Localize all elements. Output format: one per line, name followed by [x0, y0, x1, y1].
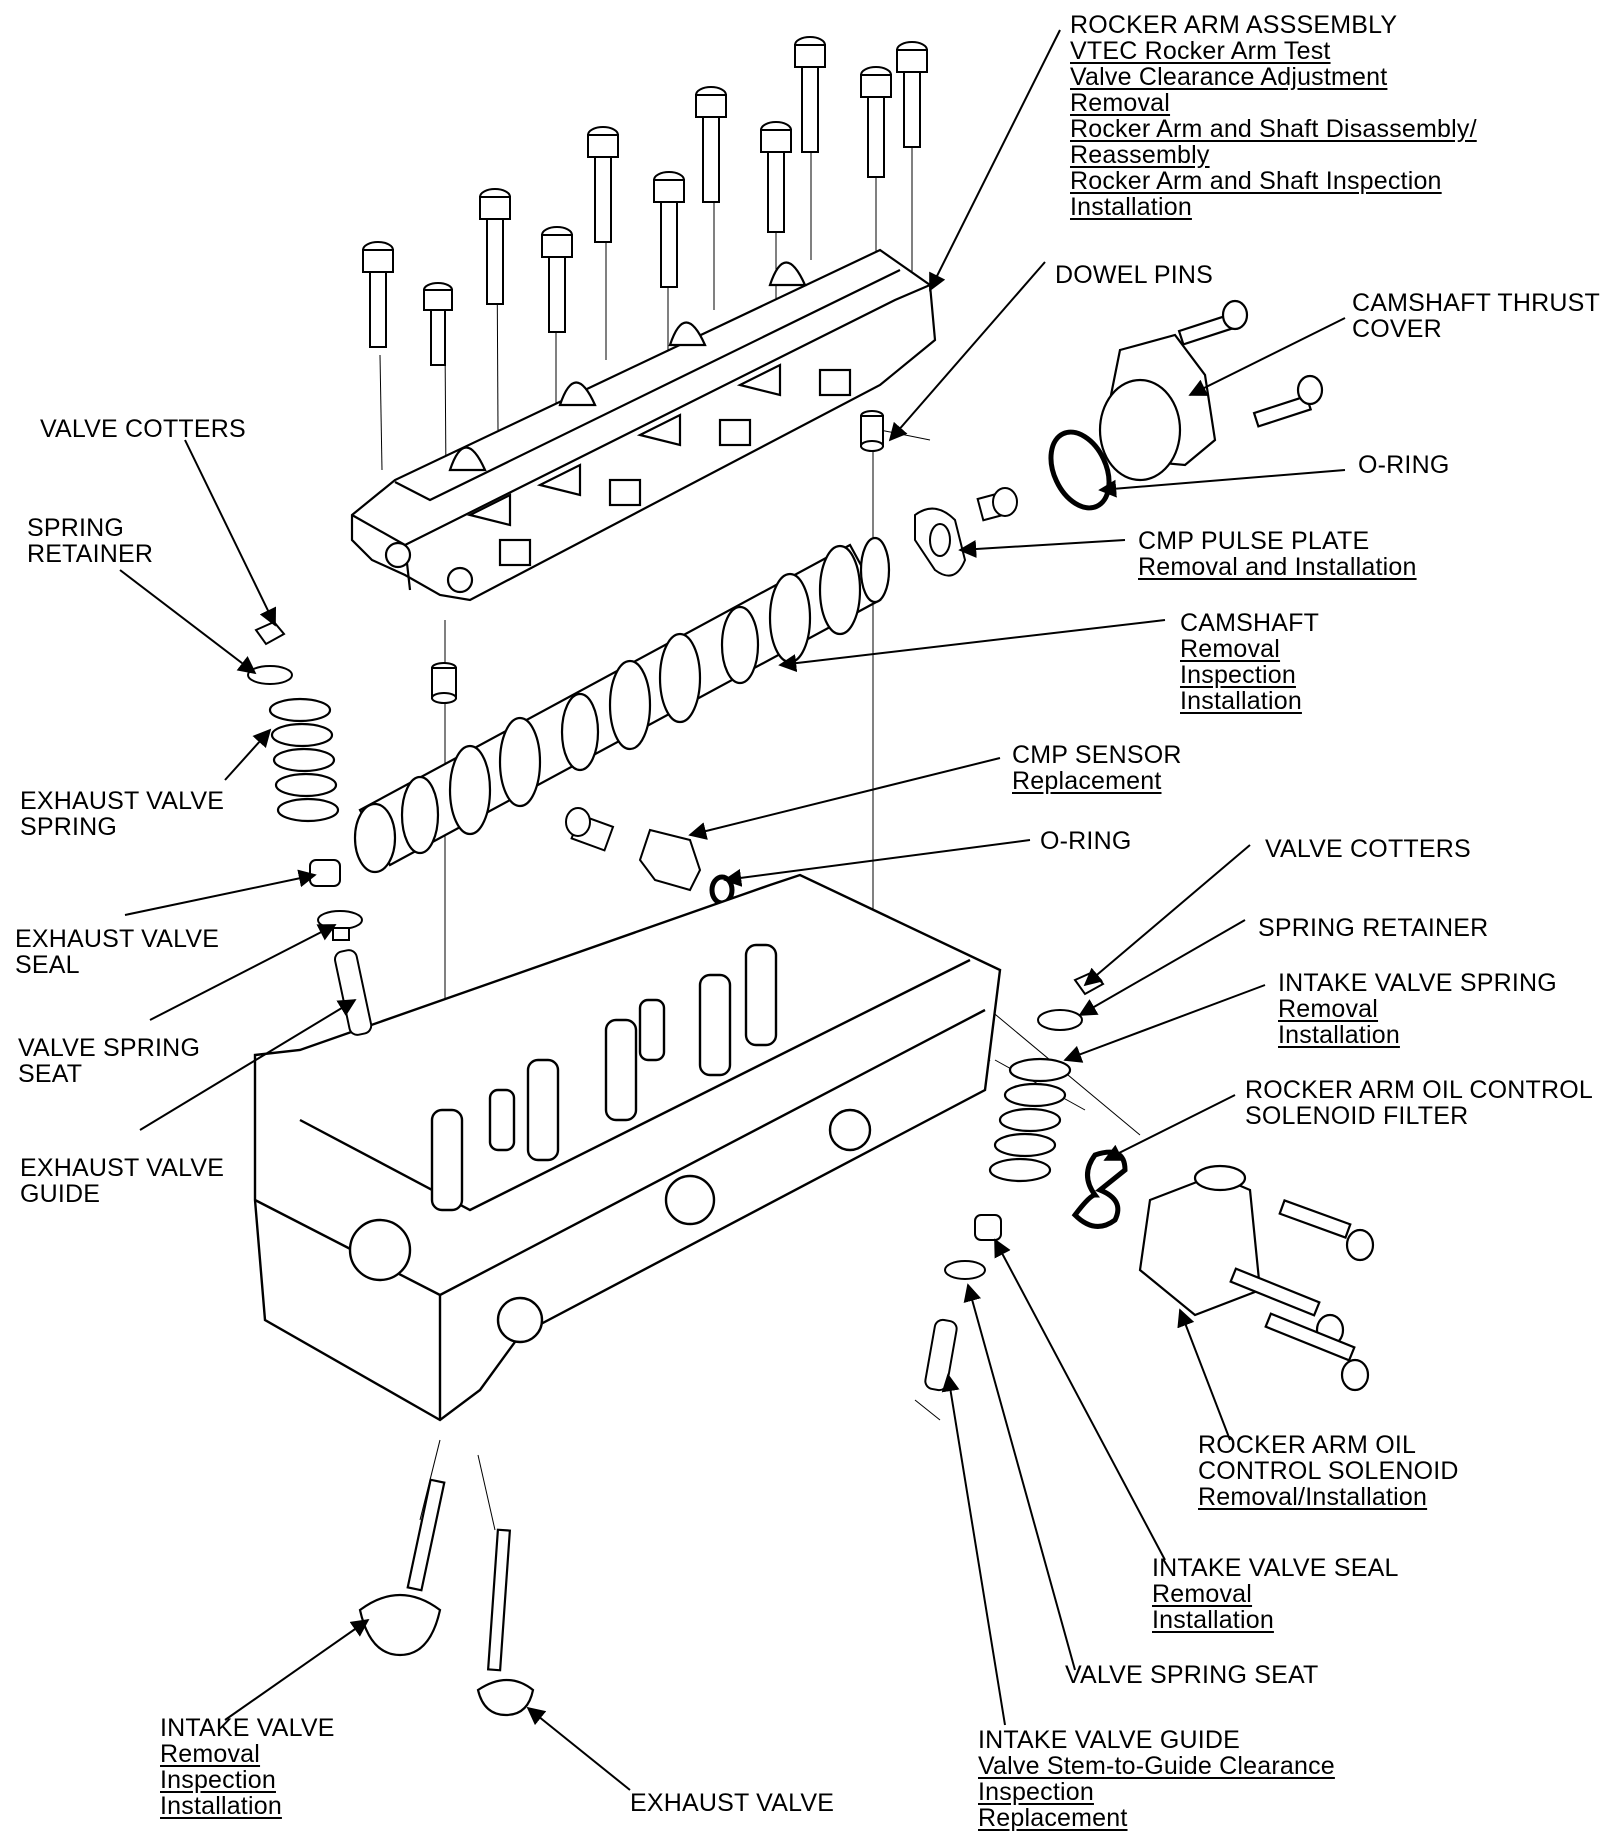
valve-springs-in-head: [430, 943, 778, 1212]
callout-exhaust-valve-seal: EXHAUST VALVE SEAL: [15, 926, 219, 978]
link-camshaft-installation[interactable]: Installation: [1180, 687, 1302, 715]
callout-title-line2: SEAT: [18, 1060, 83, 1088]
callout-spring-retainer-left: SPRING RETAINER: [27, 515, 153, 567]
callout-title-line1: ROCKER ARM OIL: [1198, 1431, 1417, 1459]
callout-o-ring-upper: O-RING: [1358, 452, 1449, 478]
rocker-arm-assembly: [350, 248, 937, 602]
callout-exhaust-valve: EXHAUST VALVE: [630, 1790, 834, 1816]
dowel-pins: [431, 410, 884, 704]
link-valve-clearance-adjustment[interactable]: Valve Clearance Adjustment: [1070, 63, 1388, 91]
callout-valve-cotters-left: VALVE COTTERS: [40, 416, 246, 442]
callout-title-line1: CAMSHAFT THRUST: [1352, 289, 1600, 317]
callout-exhaust-valve-spring: EXHAUST VALVE SPRING: [20, 788, 224, 840]
rocker-bolts: [362, 36, 928, 366]
link-vtec-rocker-arm-test[interactable]: VTEC Rocker Arm Test: [1070, 37, 1331, 65]
callout-intake-valve-seal: INTAKE VALVE SEAL Removal Installation: [1152, 1555, 1399, 1633]
link-intake-valve-seal-removal[interactable]: Removal: [1152, 1580, 1253, 1608]
callout-valve-spring-seat-right: VALVE SPRING SEAT: [1065, 1662, 1318, 1688]
callout-title: INTAKE VALVE SPRING: [1278, 969, 1557, 997]
callout-spring-retainer-right: SPRING RETAINER: [1258, 915, 1488, 941]
link-rocker-shaft-inspection[interactable]: Rocker Arm and Shaft Inspection: [1070, 167, 1442, 195]
callout-title-line1: VALVE SPRING: [18, 1034, 201, 1062]
callout-title: EXHAUST VALVE: [630, 1789, 835, 1817]
callout-title: VALVE COTTERS: [40, 415, 246, 443]
callout-title: INTAKE VALVE SEAL: [1152, 1554, 1399, 1582]
callout-camshaft-thrust-cover: CAMSHAFT THRUST COVER: [1352, 290, 1600, 342]
link-intake-valve-spring-installation[interactable]: Installation: [1278, 1021, 1400, 1049]
callout-title: INTAKE VALVE: [160, 1714, 335, 1742]
link-intake-valve-guide-inspection[interactable]: Inspection: [978, 1778, 1094, 1806]
callout-title: VALVE SPRING SEAT: [1065, 1661, 1319, 1689]
link-intake-valve-removal[interactable]: Removal: [160, 1740, 261, 1768]
camshaft-thrust-cover: [1048, 299, 1324, 511]
link-camshaft-removal[interactable]: Removal: [1180, 635, 1281, 663]
link-intake-valve-inspection[interactable]: Inspection: [160, 1766, 276, 1794]
callout-title: CMP SENSOR: [1012, 741, 1182, 769]
callout-title: SPRING RETAINER: [1258, 914, 1489, 942]
callout-intake-valve-spring: INTAKE VALVE SPRING Removal Installation: [1278, 970, 1557, 1048]
intake-valve-stack: [924, 970, 1105, 1392]
link-intake-valve-guide-replacement[interactable]: Replacement: [978, 1804, 1128, 1832]
callout-title-line2: SPRING: [20, 813, 118, 841]
intake-valve: [358, 1478, 446, 1657]
callout-title: VALVE COTTERS: [1265, 835, 1471, 863]
callout-oil-control-solenoid: ROCKER ARM OIL CONTROL SOLENOID Removal/…: [1198, 1432, 1459, 1510]
callout-title: CAMSHAFT: [1180, 609, 1320, 637]
valves: [358, 1478, 535, 1717]
oil-control-solenoid: [1071, 1149, 1375, 1392]
callout-intake-valve: INTAKE VALVE Removal Inspection Installa…: [160, 1715, 335, 1819]
link-intake-valve-installation[interactable]: Installation: [160, 1792, 282, 1820]
callout-valve-spring-seat-left: VALVE SPRING SEAT: [18, 1035, 200, 1087]
callout-title-line1: EXHAUST VALVE: [15, 925, 220, 953]
callout-dowel-pins: DOWEL PINS: [1055, 262, 1213, 288]
link-rocker-shaft-disassembly[interactable]: Rocker Arm and Shaft Disassembly/: [1070, 115, 1477, 143]
exhaust-valve: [476, 1528, 535, 1717]
callout-title: ROCKER ARM ASSSEMBLY: [1070, 11, 1398, 39]
callout-title: O-RING: [1040, 827, 1132, 855]
exhaust-valve-stack: [247, 620, 373, 1036]
callout-title-line2: SOLENOID FILTER: [1245, 1102, 1469, 1130]
callout-title-line1: ROCKER ARM OIL CONTROL: [1245, 1076, 1593, 1104]
callout-title-line1: EXHAUST VALVE: [20, 787, 225, 815]
cmp-pulse-plate: [914, 487, 1018, 577]
callout-rocker-arm-assembly: ROCKER ARM ASSSEMBLY VTEC Rocker Arm Tes…: [1070, 12, 1477, 220]
callout-title-line2: RETAINER: [27, 540, 154, 568]
callout-o-ring-lower: O-RING: [1040, 828, 1131, 854]
callout-title-line1: EXHAUST VALVE: [20, 1154, 225, 1182]
callout-title-line2: GUIDE: [20, 1180, 101, 1208]
link-cmp-pulse-plate-removal-installation[interactable]: Removal and Installation: [1138, 553, 1417, 581]
link-stem-to-guide-clearance[interactable]: Valve Stem-to-Guide Clearance: [978, 1752, 1335, 1780]
link-rocker-arm-removal[interactable]: Removal: [1070, 89, 1171, 117]
link-rocker-arm-installation[interactable]: Installation: [1070, 193, 1192, 221]
callout-oil-control-solenoid-filter: ROCKER ARM OIL CONTROL SOLENOID FILTER: [1245, 1077, 1593, 1129]
callout-exhaust-valve-guide: EXHAUST VALVE GUIDE: [20, 1155, 224, 1207]
link-rocker-shaft-reassembly[interactable]: Reassembly: [1070, 141, 1210, 169]
callout-title-line2: COVER: [1352, 315, 1442, 343]
callout-camshaft: CAMSHAFT Removal Inspection Installation: [1180, 610, 1319, 714]
link-cmp-sensor-replacement[interactable]: Replacement: [1012, 767, 1162, 795]
callout-title-line2: CONTROL SOLENOID: [1198, 1457, 1459, 1485]
callout-intake-valve-guide: INTAKE VALVE GUIDE Valve Stem-to-Guide C…: [978, 1727, 1335, 1831]
callout-valve-cotters-right: VALVE COTTERS: [1265, 836, 1471, 862]
link-camshaft-inspection[interactable]: Inspection: [1180, 661, 1296, 689]
callout-title-line2: SEAL: [15, 951, 80, 979]
camshaft: [353, 536, 891, 874]
link-oil-control-solenoid-removal-installation[interactable]: Removal/Installation: [1198, 1483, 1428, 1511]
callout-title: CMP PULSE PLATE: [1138, 527, 1370, 555]
cylinder-head: [253, 873, 1002, 1422]
callout-cmp-sensor: CMP SENSOR Replacement: [1012, 742, 1182, 794]
callout-title: INTAKE VALVE GUIDE: [978, 1726, 1240, 1754]
callout-title: O-RING: [1358, 451, 1450, 479]
link-intake-valve-seal-installation[interactable]: Installation: [1152, 1606, 1274, 1634]
callout-cmp-pulse-plate: CMP PULSE PLATE Removal and Installation: [1138, 528, 1417, 580]
cmp-sensor: [565, 807, 735, 906]
callout-title-line1: SPRING: [27, 514, 125, 542]
leader-lines: [119, 29, 1346, 1791]
link-intake-valve-spring-removal[interactable]: Removal: [1278, 995, 1379, 1023]
callout-title: DOWEL PINS: [1055, 261, 1214, 289]
